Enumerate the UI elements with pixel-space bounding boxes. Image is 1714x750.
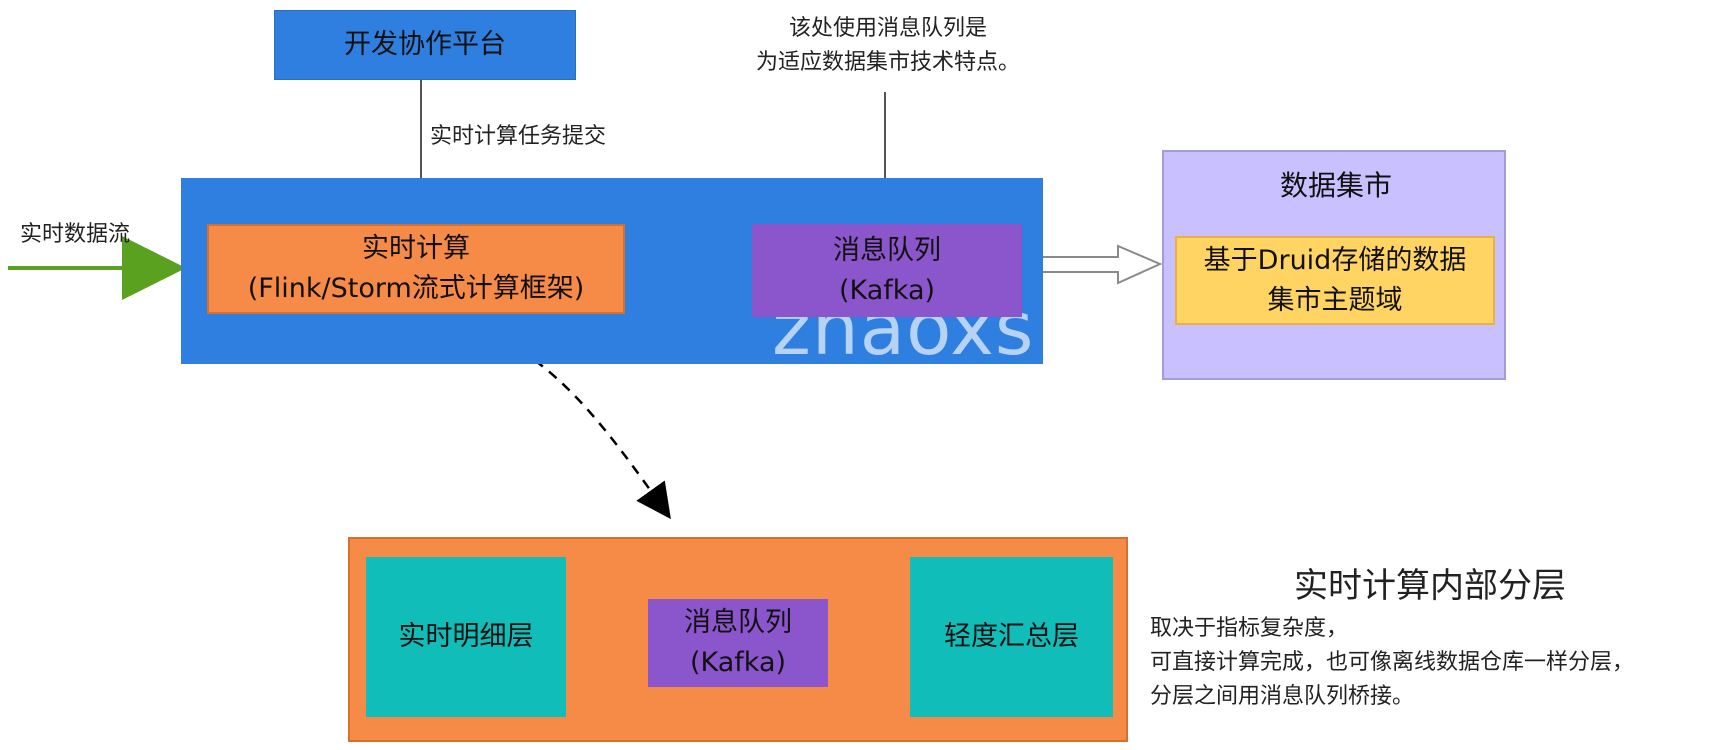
mq2-sub: (Kafka): [689, 647, 787, 678]
dev-platform-box: 开发协作平台: [274, 10, 576, 80]
message-queue-sub: (Kafka): [838, 274, 936, 306]
datamart-title-wrap: 数据集市: [1164, 164, 1508, 208]
submit-label: 实时计算任务提交: [430, 124, 607, 149]
datamart-inner-box: 基于Druid存储的数据 集市主题域: [1175, 236, 1495, 325]
summary-layer-box: 轻度汇总层: [910, 557, 1113, 717]
layer-desc-line2: 可直接计算完成，也可像离线数据仓库一样分层，: [1150, 650, 1635, 675]
datamart-container: 数据集市 基于Druid存储的数据 集市主题域: [1162, 150, 1506, 380]
mq2-title: 消息队列: [684, 607, 792, 638]
mq-to-datamart-arrow: [1029, 244, 1163, 285]
summary-layer-label: 轻度汇总层: [944, 621, 1079, 652]
layer-description: 取决于指标复杂度， 可直接计算完成，也可像离线数据仓库一样分层， 分层之间用消息…: [1150, 612, 1710, 714]
mq-note-line2: 为适应数据集市技术特点。: [755, 50, 1020, 75]
layer-desc-line3: 分层之间用消息队列桥接。: [1150, 684, 1415, 709]
mq-note-line1: 该处使用消息队列是: [788, 16, 987, 41]
layer-desc-line1: 取决于指标复杂度，: [1150, 616, 1349, 641]
layer-title: 实时计算内部分层: [1294, 566, 1566, 606]
input-stream-label: 实时数据流: [20, 222, 131, 247]
realtime-compute-box: 实时计算 (Flink/Storm流式计算框架): [207, 224, 625, 314]
message-queue-title: 消息队列: [833, 234, 941, 266]
detail-layer-box: 实时明细层: [366, 557, 566, 717]
detail-layer-label: 实时明细层: [398, 621, 534, 652]
datamart-title: 数据集市: [1279, 169, 1392, 202]
message-queue-box: 消息队列 (Kafka): [752, 224, 1022, 317]
datamart-inner-line2: 集市主题域: [1267, 284, 1403, 316]
mq-note: 该处使用消息队列是 为适应数据集市技术特点。: [728, 12, 1048, 80]
realtime-compute-title: 实时计算: [362, 233, 470, 264]
dev-platform-label: 开发协作平台: [344, 29, 506, 60]
mq2-box: 消息队列 (Kafka): [648, 599, 828, 687]
datamart-inner-line1: 基于Druid存储的数据: [1203, 244, 1467, 276]
realtime-compute-sub: (Flink/Storm流式计算框架): [247, 273, 585, 304]
